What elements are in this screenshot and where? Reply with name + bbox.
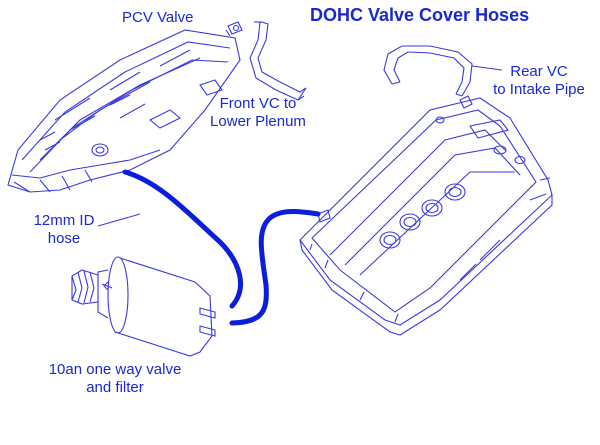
rear-vc-label: Rear VC to Intake Pipe <box>484 63 594 99</box>
valve-filter-label-line1: 10an one way valve <box>48 361 182 378</box>
hose-label: 12mm ID hose <box>24 212 104 248</box>
diagram-title: DOHC Valve Cover Hoses <box>310 5 530 25</box>
hose-label-line1: 12mm ID <box>33 212 95 229</box>
hoses <box>122 169 321 326</box>
front-vc-label-line2: Lower Plenum <box>210 113 306 130</box>
rear-vc-hose <box>383 45 473 97</box>
rear-valve-cover <box>299 95 553 336</box>
front-vc-label-line1: Front VC to <box>219 95 297 112</box>
valve-filter-label: 10an one way valve and filter <box>20 361 210 397</box>
rear-vc-label-line1: Rear VC <box>510 63 568 80</box>
front-vc-hose <box>249 21 307 101</box>
pcv-valve <box>225 21 243 37</box>
one-way-valve-filter <box>71 256 216 357</box>
valve-filter-label-line2: and filter <box>86 379 144 396</box>
front-valve-cover <box>7 29 241 193</box>
rear-vc-leader <box>471 65 503 71</box>
front-vc-label: Front VC to Lower Plenum <box>198 95 318 131</box>
hose-valve-to-rear <box>229 209 321 326</box>
hose-leader <box>97 213 141 227</box>
hose-label-line2: hose <box>47 230 81 247</box>
rear-vc-label-line2: to Intake Pipe <box>493 81 585 98</box>
pcv-valve-label: PCV Valve <box>122 9 194 26</box>
hose-front-to-valve <box>122 169 243 309</box>
